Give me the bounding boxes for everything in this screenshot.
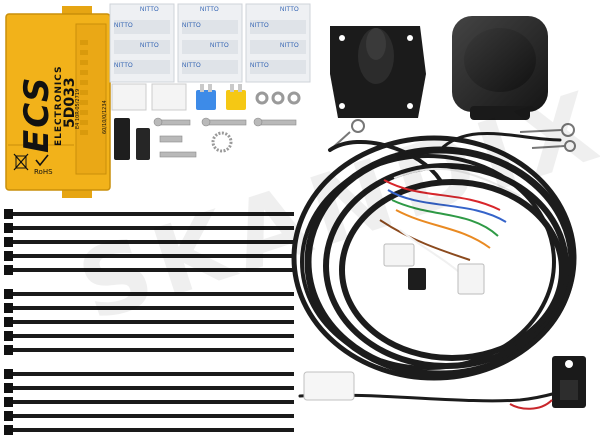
fuse-blue bbox=[196, 84, 216, 110]
red-wire bbox=[509, 399, 553, 410]
harness-connectors bbox=[303, 243, 485, 401]
weee-bin-icon bbox=[13, 153, 29, 171]
rohs-check-icon bbox=[35, 154, 49, 167]
approval-code: E4 10R-05/2719 bbox=[75, 88, 81, 129]
socket-gasket bbox=[330, 26, 426, 118]
nuts bbox=[255, 91, 301, 105]
side-code: 60/10/0/1234 bbox=[102, 100, 108, 134]
cable-ties bbox=[4, 209, 294, 435]
control-module bbox=[5, 6, 111, 198]
tape-label: NITTO bbox=[210, 43, 229, 49]
tape-label: NITTO bbox=[114, 23, 133, 29]
trailer-socket bbox=[452, 16, 548, 120]
fuse-yellow bbox=[226, 84, 246, 110]
rohs-label: RoHS bbox=[34, 168, 53, 176]
tape-label: NITTO bbox=[250, 23, 269, 29]
relay-pair bbox=[114, 118, 150, 160]
wiring-harness bbox=[291, 131, 577, 403]
buzzer-sensor bbox=[552, 356, 586, 408]
ring-terminals bbox=[329, 119, 576, 152]
tape-label: NITTO bbox=[114, 63, 133, 69]
tape-label: NITTO bbox=[182, 23, 201, 29]
tape-label: NITTO bbox=[182, 63, 201, 69]
tape-label: NITTO bbox=[280, 43, 299, 49]
screws bbox=[153, 117, 297, 158]
star-washer bbox=[211, 131, 233, 153]
brand-logo: ECS bbox=[17, 75, 57, 153]
tape-label: NITTO bbox=[280, 7, 299, 13]
tape-label: NITTO bbox=[140, 7, 159, 13]
adhesive-tape-sheets bbox=[109, 3, 311, 83]
tape-label: NITTO bbox=[200, 7, 219, 13]
tape-label: NITTO bbox=[140, 43, 159, 49]
colored-wires bbox=[379, 167, 521, 281]
tape-label: NITTO bbox=[250, 63, 269, 69]
connector-housings bbox=[111, 83, 187, 111]
